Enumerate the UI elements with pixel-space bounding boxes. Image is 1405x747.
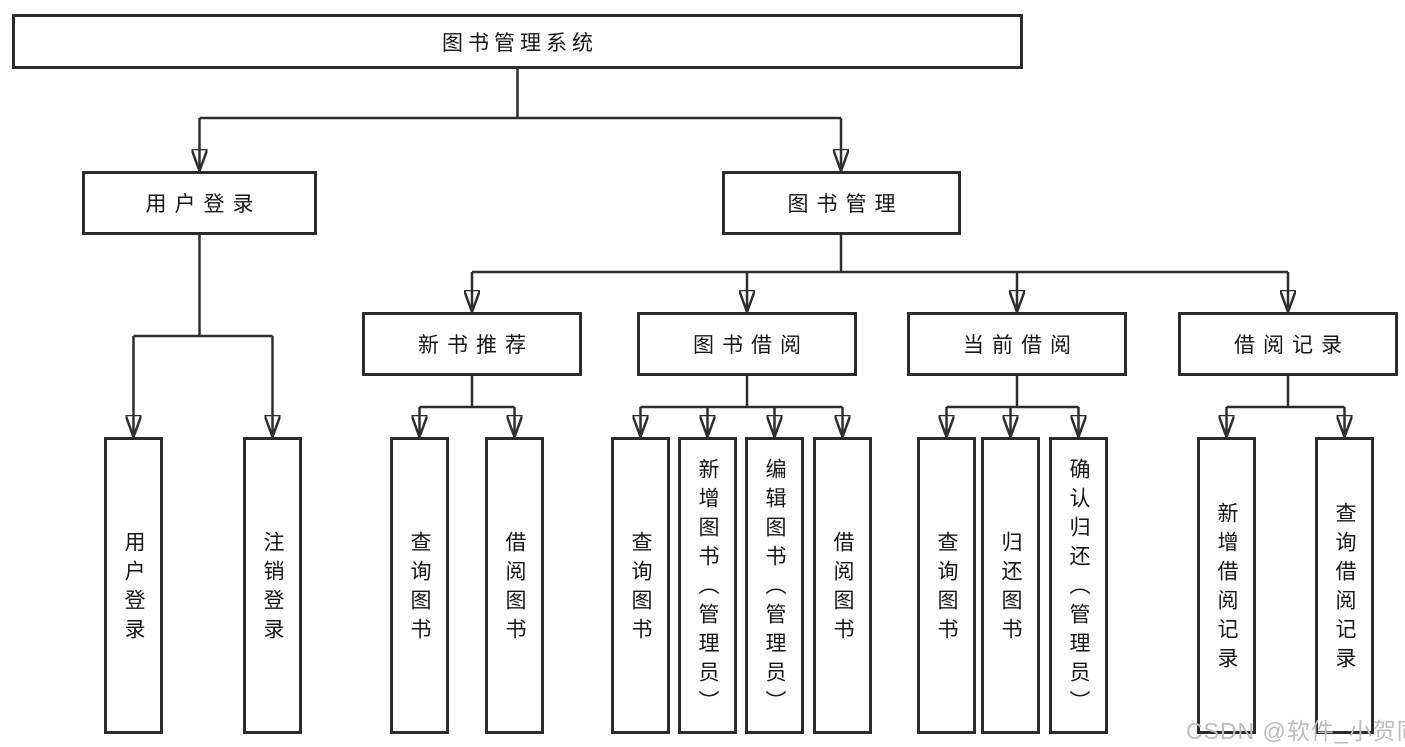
node-root: 图书管理系统 bbox=[12, 14, 1023, 69]
node-book-management: 图书管理 bbox=[722, 171, 961, 235]
node-leaf-return-books: 归还图书 bbox=[981, 437, 1040, 734]
edge-user-login-to-leaves bbox=[134, 235, 273, 437]
node-new-book-recommend: 新书推荐 bbox=[362, 312, 582, 376]
node-leaf-logout-login: 注销登录 bbox=[243, 437, 302, 734]
node-leaf-confirm-return-admin: 确认归还（管理员） bbox=[1049, 437, 1108, 734]
node-leaf-add-books-admin: 新增图书（管理员） bbox=[678, 437, 737, 734]
edge-borrow-record-to-leaves bbox=[1227, 376, 1345, 437]
node-borrow-records: 借阅记录 bbox=[1178, 312, 1398, 376]
csdn-watermark: CSDN @软件_小贺同学 bbox=[1186, 718, 1405, 744]
node-leaf-query-borrow-record: 查询借阅记录 bbox=[1315, 437, 1374, 734]
node-leaf-query-books-recommend: 查询图书 bbox=[390, 437, 449, 734]
node-leaf-edit-books-admin: 编辑图书（管理员） bbox=[745, 437, 804, 734]
node-leaf-add-borrow-record: 新增借阅记录 bbox=[1197, 437, 1256, 734]
node-leaf-borrow-books-borrowing: 借阅图书 bbox=[813, 437, 872, 734]
edge-book-borrow-to-leaves bbox=[641, 376, 843, 437]
node-user-login-branch: 用户登录 bbox=[82, 171, 317, 235]
edge-root-to-branches bbox=[200, 69, 842, 171]
edge-current-borrow-to-leaves bbox=[947, 376, 1079, 437]
node-book-borrowing: 图书借阅 bbox=[637, 312, 857, 376]
node-leaf-borrow-books-recommend: 借阅图书 bbox=[485, 437, 544, 734]
node-leaf-user-login: 用户登录 bbox=[104, 437, 163, 734]
node-leaf-query-books-current: 查询图书 bbox=[917, 437, 976, 734]
edge-new-book-to-leaves bbox=[420, 376, 515, 437]
node-leaf-query-books-borrowing: 查询图书 bbox=[611, 437, 670, 734]
edge-book-mgmt-to-groups bbox=[472, 235, 1288, 312]
node-current-borrowing: 当前借阅 bbox=[907, 312, 1127, 376]
